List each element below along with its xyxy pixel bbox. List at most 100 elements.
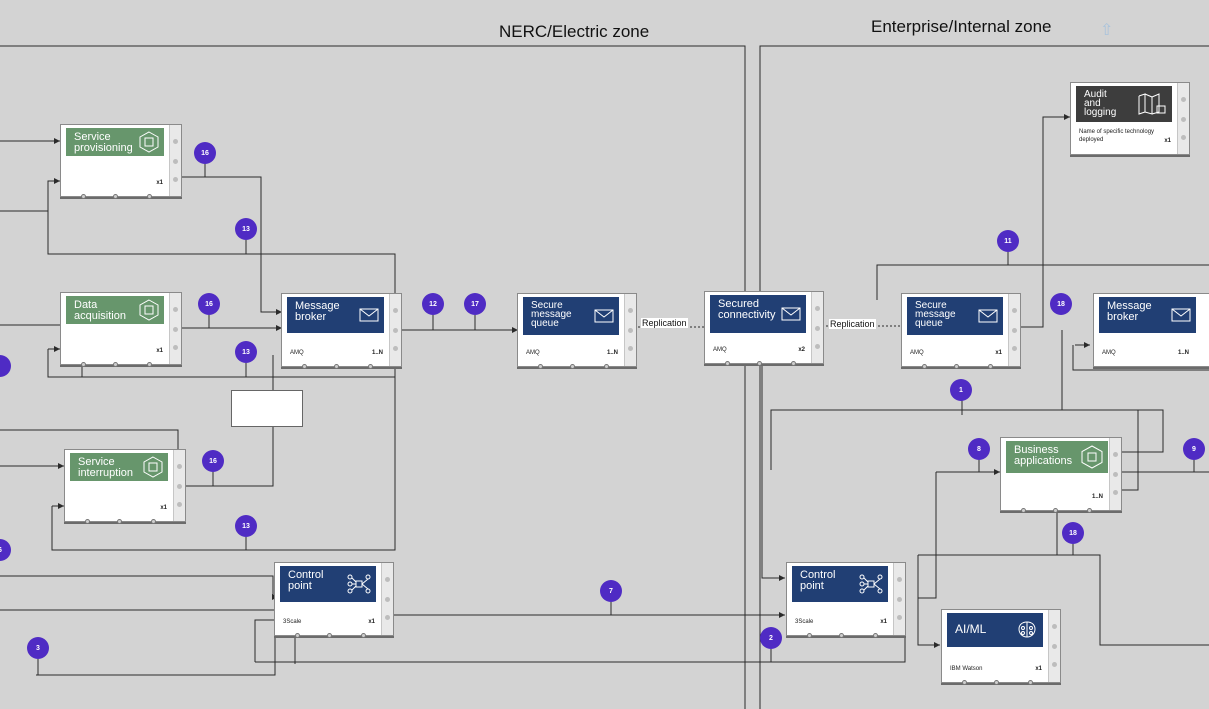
- envelope-icon: [978, 309, 998, 323]
- enterprise-zone-border: [759, 45, 1209, 709]
- port-dots: [282, 364, 390, 370]
- step-badge[interactable]: [0, 355, 11, 377]
- step-badge[interactable]: 18: [1050, 293, 1072, 315]
- node-count: 1..N: [606, 350, 618, 356]
- step-badge[interactable]: 13: [235, 218, 257, 240]
- step-badge[interactable]: 9: [1183, 438, 1205, 460]
- envelope-icon: [594, 309, 614, 323]
- port-rail: [169, 125, 181, 196]
- port-rail: [169, 293, 181, 364]
- port-dots: [942, 680, 1049, 686]
- envelope-icon: [359, 308, 379, 322]
- node-service-interruption[interactable]: Service interruption x1: [64, 449, 186, 524]
- port-rail: [1177, 83, 1189, 154]
- book-log-icon: [1138, 93, 1166, 115]
- step-badge[interactable]: 3: [27, 637, 49, 659]
- node-count: x1: [368, 619, 375, 625]
- node-count: 1..N: [371, 350, 383, 356]
- step-badge[interactable]: 17: [464, 293, 486, 315]
- node-title: Data acquisition: [74, 299, 126, 322]
- step-badge[interactable]: 16: [194, 142, 216, 164]
- port-dots: [61, 194, 170, 200]
- step-badge[interactable]: 7: [600, 580, 622, 602]
- port-dots: [787, 633, 894, 639]
- replication-label-right: Replication: [829, 319, 876, 329]
- node-header: Control point: [792, 566, 888, 602]
- envelope-icon: [1171, 308, 1191, 322]
- node-message-broker-right[interactable]: Message broker AMQ 1..N: [1093, 293, 1209, 367]
- node-data-acquisition[interactable]: Data acquisition x1: [60, 292, 182, 367]
- node-count: x1: [156, 180, 163, 186]
- node-title: Secure message queue: [915, 300, 956, 329]
- node-header: Data acquisition: [66, 296, 164, 324]
- node-secured-connectivity[interactable]: Secured connectivity AMQ x2: [704, 291, 824, 366]
- nerc-zone-border: [0, 45, 746, 709]
- node-header: AI/ML: [947, 613, 1043, 647]
- node-subtitle: IBM Watson: [950, 666, 983, 672]
- node-header: Secure message queue: [907, 297, 1003, 335]
- node-title: Secured connectivity: [718, 298, 776, 321]
- port-dots: [275, 633, 382, 639]
- node-header: Message broker: [287, 297, 384, 333]
- node-secure-message-queue-right[interactable]: Secure message queue AMQ x1: [901, 293, 1021, 369]
- step-badge[interactable]: 16: [202, 450, 224, 472]
- node-header: Audit and logging: [1076, 86, 1172, 122]
- node-secure-message-queue-left[interactable]: Secure message queue AMQ 1..N: [517, 293, 637, 370]
- port-rail: [893, 563, 905, 635]
- node-audit-logging[interactable]: Audit and logging Name of specific techn…: [1070, 82, 1190, 155]
- node-header: Business applications: [1006, 441, 1108, 473]
- hexagon-component-icon: [1081, 445, 1103, 469]
- step-badge[interactable]: 6: [0, 539, 11, 561]
- node-subtitle: AMQ: [290, 350, 304, 356]
- port-rail: [624, 294, 636, 366]
- port-rail: [811, 292, 823, 363]
- hexagon-component-icon: [143, 456, 163, 478]
- step-badge[interactable]: 16: [198, 293, 220, 315]
- node-count: 1..N: [1177, 350, 1189, 356]
- step-badge[interactable]: 8: [968, 438, 990, 460]
- node-count: x1: [156, 348, 163, 354]
- step-badge[interactable]: 2: [760, 627, 782, 649]
- step-badge[interactable]: 1: [950, 379, 972, 401]
- node-business-applications[interactable]: Business applications 1..N: [1000, 437, 1122, 513]
- port-rail: [1048, 610, 1060, 682]
- hexagon-component-icon: [139, 299, 159, 321]
- node-service-provisioning[interactable]: Service provisioning x1: [60, 124, 182, 200]
- replication-label-left: Replication: [641, 318, 688, 328]
- node-ai-ml[interactable]: AI/ML IBM Watson x1: [941, 609, 1061, 686]
- node-count: x1: [995, 350, 1002, 356]
- node-message-broker-left[interactable]: Message broker AMQ 1..N: [281, 293, 402, 370]
- node-subtitle: AMQ: [1102, 350, 1116, 356]
- node-control-point-right[interactable]: Control point 3Scale x1: [786, 562, 906, 639]
- node-header: Secured connectivity: [710, 295, 806, 333]
- step-badge[interactable]: 18: [1062, 522, 1084, 544]
- node-title: Service provisioning: [74, 131, 133, 154]
- port-rail: [173, 450, 185, 521]
- step-badge[interactable]: 11: [997, 230, 1019, 252]
- node-count: x1: [1164, 138, 1171, 144]
- port-rail: [1008, 294, 1020, 366]
- node-title: Service interruption: [78, 456, 134, 479]
- node-subtitle: AMQ: [713, 347, 727, 353]
- node-title: Control point: [800, 569, 836, 592]
- node-count: x1: [1035, 666, 1042, 672]
- node-title: Message broker: [1107, 300, 1152, 323]
- scroll-up-icon[interactable]: ⇧: [1100, 22, 1114, 39]
- node-count: x2: [798, 347, 805, 353]
- step-badge[interactable]: 13: [235, 515, 257, 537]
- node-control-point-left[interactable]: Control point 3Scale x1: [274, 562, 394, 639]
- node-subtitle: Name of specific technology deployed: [1079, 129, 1155, 143]
- port-dots: [518, 364, 625, 370]
- node-subtitle: AMQ: [910, 350, 924, 356]
- node-header: Message broker: [1099, 297, 1196, 333]
- step-badge[interactable]: 12: [422, 293, 444, 315]
- node-count: x1: [880, 619, 887, 625]
- node-subtitle: 3Scale: [795, 619, 814, 625]
- step-badge[interactable]: 13: [235, 341, 257, 363]
- node-title: Audit and logging: [1084, 89, 1117, 118]
- node-title: AI/ML: [955, 622, 987, 636]
- node-subtitle: 3Scale: [283, 619, 302, 625]
- node-title: Control point: [288, 569, 324, 592]
- port-rail: [1109, 438, 1121, 510]
- blank-note-box[interactable]: [231, 390, 303, 427]
